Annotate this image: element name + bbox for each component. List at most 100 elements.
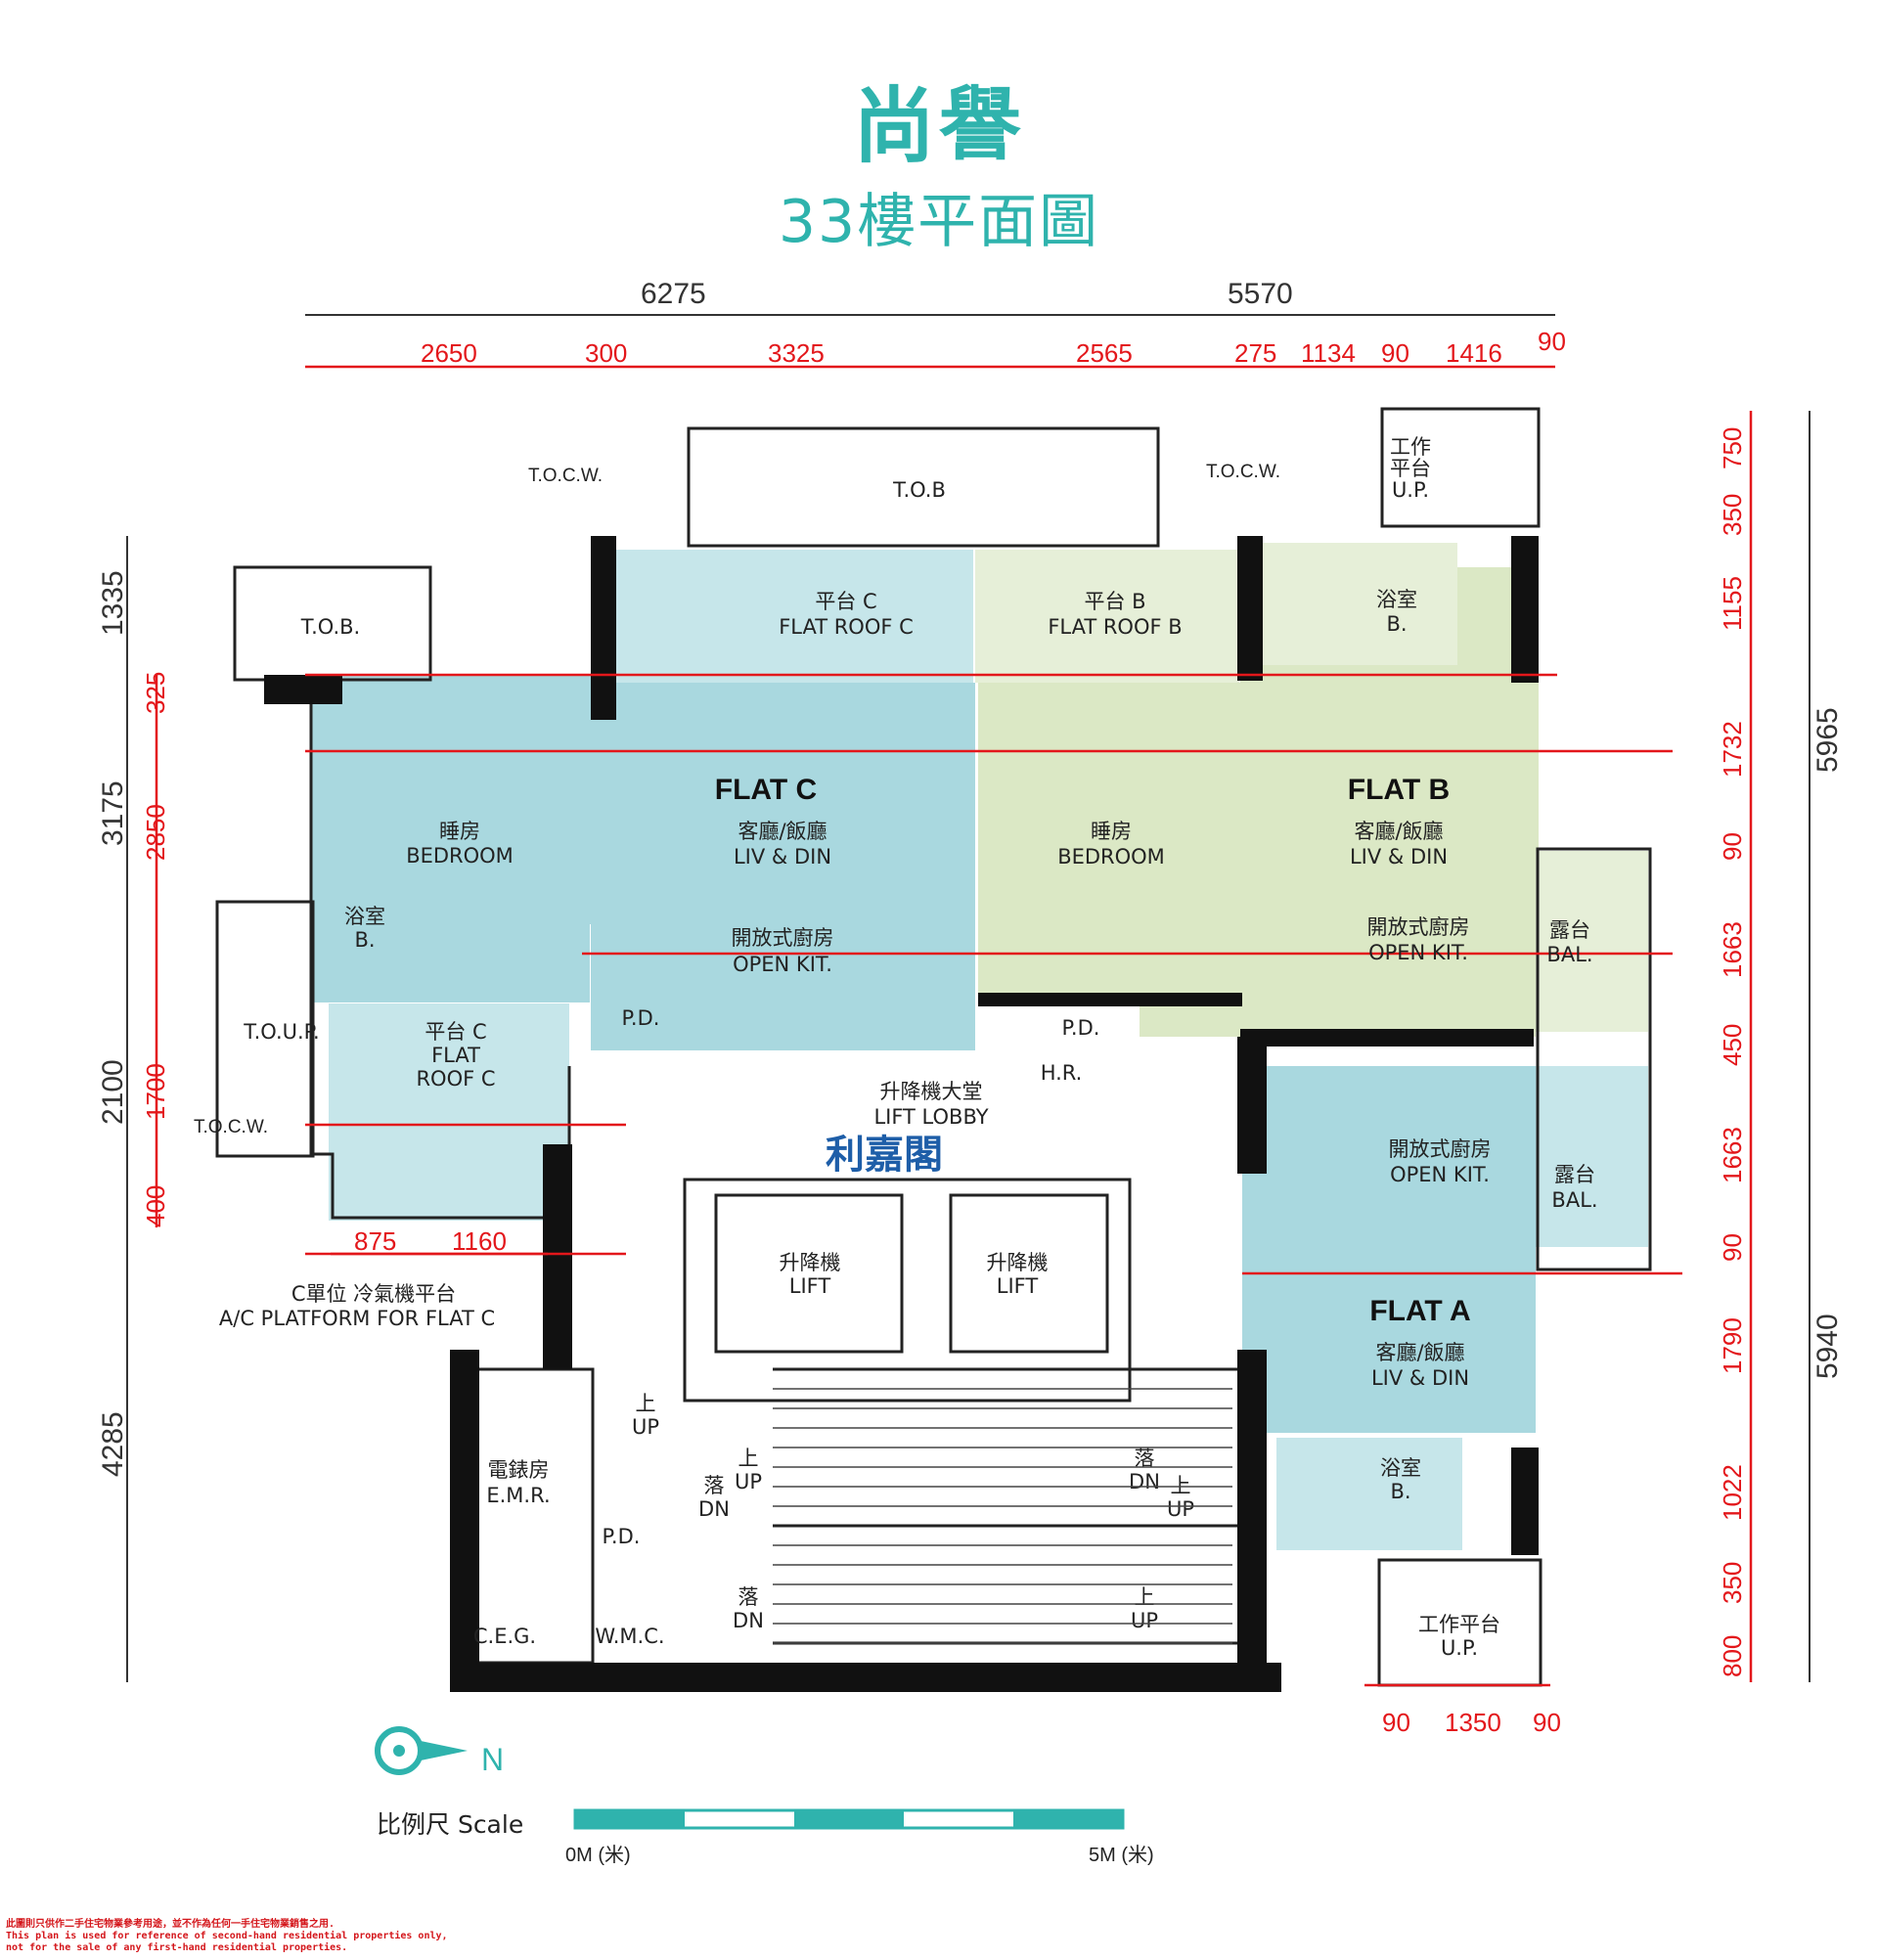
page-subtitle: 33樓平面圖 [778, 188, 1100, 256]
left-dim-400: 400 [141, 1185, 170, 1227]
right-dim-1022: 1022 [1718, 1464, 1747, 1521]
pd-label-2: P.D. [1062, 1016, 1100, 1040]
emr-en: E.M.R. [486, 1484, 550, 1507]
flat-a-bal-cn: 露台 [1554, 1163, 1595, 1186]
flat-c-liv-en: LIV & DIN [734, 845, 831, 869]
disclaimer: 此圖則只供作二手住宅物業參考用途，並不作為任何一手住宅物業銷售之用. This … [6, 1919, 448, 1954]
stair-dn-cn-3: 落 [738, 1585, 759, 1609]
disclaimer-en-1: This plan is used for reference of secon… [6, 1931, 448, 1941]
right-dim-450: 450 [1718, 1024, 1747, 1066]
lift-2-cn: 升降機 [987, 1251, 1049, 1274]
stair-up-cn-3: 上 [1171, 1474, 1191, 1497]
flat-roof-b-cn: 平台 B [1084, 590, 1145, 613]
stair-up-en-1: UP [632, 1415, 659, 1439]
right-dim-1155: 1155 [1718, 576, 1747, 631]
bottom-dim-1350: 1350 [1445, 1708, 1501, 1737]
flat-b-bal-area [1536, 851, 1648, 1032]
toup-label: T.O.U.P. [243, 1020, 319, 1044]
top-dim-1416: 1416 [1446, 338, 1502, 368]
stair-treads [773, 1388, 1232, 1644]
flat-b-up-cn2: 平台 [1390, 457, 1431, 480]
stair-up-en-4: UP [1131, 1609, 1158, 1632]
flat-b-bal-cn: 露台 [1549, 918, 1590, 942]
left-bottom-dim-1160: 1160 [452, 1226, 507, 1256]
scale-label: 比例尺 Scale [377, 1810, 524, 1839]
right-dim-750: 750 [1718, 427, 1747, 469]
flat-b-liv-en: LIV & DIN [1350, 845, 1448, 869]
disclaimer-cn: 此圖則只供作二手住宅物業參考用途，並不作為任何一手住宅物業銷售之用. [6, 1919, 335, 1930]
flat-fills [311, 543, 1648, 1550]
tocw-label-right: T.O.C.W. [1206, 462, 1280, 482]
right-dim-5965: 5965 [1811, 707, 1844, 773]
top-dim-90-a: 90 [1381, 338, 1409, 368]
left-dim-1700: 1700 [141, 1063, 170, 1120]
right-dim-800: 800 [1718, 1635, 1747, 1677]
flat-b-up-en: U.P. [1392, 478, 1429, 502]
top-dim-3325: 3325 [768, 338, 825, 368]
stair-dn-en-3: DN [733, 1609, 764, 1632]
flat-b-bed-cn: 睡房 [1091, 820, 1132, 843]
flat-a-label: FLAT A [1369, 1295, 1470, 1327]
emr-cn: 電錶房 [488, 1458, 550, 1482]
top-dim-90-b: 90 [1538, 327, 1566, 356]
flat-c-bed-en: BEDROOM [406, 844, 514, 868]
ac-platform-en: A/C PLATFORM FOR FLAT C [219, 1307, 495, 1330]
flat-b-bed-en: BEDROOM [1057, 845, 1165, 869]
flat-b-bath-area [1247, 543, 1457, 665]
right-dim-1790: 1790 [1718, 1317, 1747, 1374]
left-dim-4285: 4285 [97, 1411, 129, 1477]
flat-a-liv-cn: 客廳/飯廳 [1375, 1341, 1464, 1364]
tocw-label-bottom: T.O.C.W. [194, 1117, 268, 1137]
top-dim-5570: 5570 [1228, 278, 1293, 310]
flat-c-bed-cn: 睡房 [439, 820, 480, 843]
north-label: N [481, 1742, 504, 1777]
scale-bar [573, 1808, 1125, 1830]
top-dim-1134: 1134 [1301, 338, 1356, 368]
flat-roof-b-en: FLAT ROOF B [1048, 615, 1182, 639]
flat-a-kitchen-area [1242, 1066, 1536, 1242]
left-dim-1335: 1335 [97, 570, 129, 636]
flat-b-bath-cn: 浴室 [1376, 588, 1417, 611]
pd-label-1: P.D. [622, 1006, 660, 1030]
stair-dn-cn-1: 落 [704, 1474, 725, 1497]
flat-roof-b-area [975, 550, 1239, 683]
pd-label-3: P.D. [603, 1525, 641, 1548]
flat-b-kit-en: OPEN KIT. [1368, 941, 1468, 964]
flat-a-bal-area [1536, 1066, 1648, 1247]
flat-a-kit-en: OPEN KIT. [1390, 1163, 1490, 1186]
right-dim-1663-b: 1663 [1718, 1127, 1747, 1183]
flat-roof-c-en: FLAT ROOF C [779, 615, 914, 639]
flat-roof-c-cn: 平台 C [815, 590, 876, 613]
right-dim-1663-a: 1663 [1718, 921, 1747, 978]
disclaimer-en-2: not for the sale of any first-hand resid… [6, 1942, 348, 1953]
scale-start-label: 0M (米) [565, 1845, 631, 1866]
tocw-label-left: T.O.C.W. [528, 466, 603, 486]
flat-roof-c-area [593, 550, 973, 683]
left-dim-325: 325 [141, 672, 170, 714]
flat-c-roof2-area [329, 1003, 569, 1221]
tob-label: T.O.B [892, 478, 946, 502]
ac-platform-cn: C單位 冷氣機平台 [291, 1282, 456, 1306]
page-title: 尚譽 [852, 78, 1025, 174]
left-dim-2100: 2100 [97, 1059, 129, 1125]
stair-up-cn-4: 上 [1135, 1585, 1155, 1609]
flat-a-bath-en: B. [1390, 1480, 1410, 1503]
top-dim-275: 275 [1234, 338, 1276, 368]
flat-a-up-cn: 工作平台 [1418, 1613, 1500, 1636]
flat-a-living-area [1242, 1227, 1536, 1433]
flat-c-bedroom-area [311, 675, 591, 924]
top-dim-2650: 2650 [421, 338, 477, 368]
flat-c-kit-en: OPEN KIT. [733, 953, 832, 976]
flat-c-bath-en: B. [354, 928, 375, 952]
flat-a-bal-en: BAL. [1551, 1188, 1597, 1212]
flat-b-bedroom-area [978, 683, 1242, 996]
wmc-label: W.M.C. [595, 1625, 664, 1648]
lift-1-cn: 升降機 [780, 1251, 841, 1274]
flat-c-bath-cn: 浴室 [344, 905, 385, 928]
stair-dn-en-2: DN [1129, 1470, 1160, 1493]
flat-c-liv-cn: 客廳/飯廳 [738, 820, 827, 843]
flat-b-bath-en: B. [1386, 612, 1407, 636]
right-dim-90-b: 90 [1718, 1233, 1747, 1262]
tob-label-left: T.O.B. [300, 615, 360, 639]
